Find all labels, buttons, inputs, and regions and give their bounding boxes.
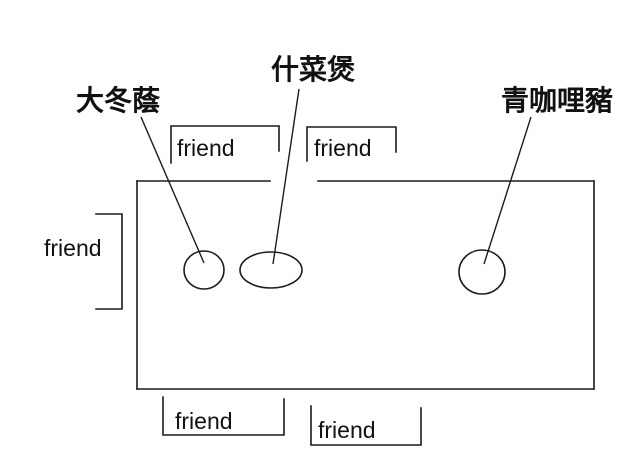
seat-top-left-label: friend: [177, 135, 235, 161]
leader-line-dish-1: [140, 116, 205, 264]
seat-bottom-left: friend: [162, 396, 285, 436]
dish-labels: 大冬蔭 什菜煲 青咖哩豬: [76, 54, 613, 116]
seat-left-bracket: [95, 213, 123, 310]
dish-label-1: 大冬蔭: [76, 85, 161, 116]
seat-bottom-right-label: friend: [318, 417, 376, 443]
seat-top-right-label: friend: [314, 135, 372, 161]
seat-bottom-left-bracket: [162, 396, 285, 436]
seat-left: friend: [44, 213, 123, 310]
leader-line-dish-3: [483, 116, 532, 265]
dishes: [183, 249, 506, 295]
seat-top-right: friend: [306, 126, 397, 162]
seat-top-right-bracket: [306, 126, 397, 162]
seat-bottom-left-label: friend: [175, 408, 233, 434]
dish-ellipse-2: [239, 251, 303, 289]
seat-bottom-right-bracket: [310, 405, 422, 446]
seat-top-left: friend: [170, 125, 280, 164]
table: [136, 180, 595, 390]
seat-bottom-right: friend: [310, 405, 422, 446]
dish-label-3: 青咖哩豬: [501, 85, 613, 116]
seat-left-label: friend: [44, 235, 102, 261]
leader-lines: [140, 88, 532, 265]
leader-line-dish-2: [272, 88, 300, 265]
dish-circle-3: [458, 249, 506, 295]
dish-label-2: 什菜煲: [271, 54, 355, 85]
seat-top-left-bracket: [170, 125, 280, 164]
dish-circle-1: [183, 250, 225, 290]
